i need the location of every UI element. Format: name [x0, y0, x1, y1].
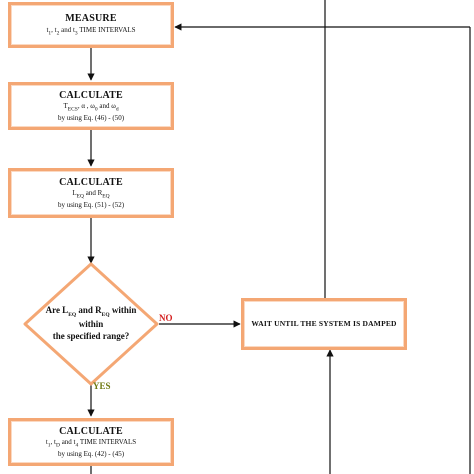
text-part: T: [63, 102, 68, 111]
subscript: d: [115, 106, 119, 113]
text-part: Are L: [45, 305, 69, 315]
calculate-box-3: CALCULATE t1, tD and t4 TIME INTERVALS b…: [8, 418, 174, 466]
measure-title: MEASURE: [65, 13, 117, 25]
calculate-3-title: CALCULATE: [59, 425, 123, 437]
text-part: within: [109, 305, 137, 315]
text-part: and R: [76, 305, 102, 315]
text-part: , α , ω: [77, 102, 95, 111]
text-part: , t: [50, 438, 56, 447]
text-part: , t: [51, 25, 57, 34]
calculate-box-1: CALCULATE TECS, α , ω0 and ωd by using E…: [8, 82, 174, 130]
subscript: 2: [56, 30, 60, 36]
decision-line1: Are LEQ and REQ within: [31, 305, 151, 319]
subscript: 1: [48, 30, 52, 36]
text-part: and R: [84, 189, 103, 198]
subscript: EQ: [76, 193, 84, 200]
text-part: TIME INTERVALS: [77, 25, 136, 34]
calculate-3-line2: by using Eq. (42) - (45): [57, 449, 125, 458]
calculate-2-line2: by using Eq. (51) - (52): [57, 200, 125, 209]
subscript: EQ: [68, 311, 77, 318]
text-part: L: [72, 189, 77, 198]
text-part: t: [45, 438, 48, 447]
no-label: NO: [159, 313, 173, 323]
subscript: EQ: [101, 311, 110, 318]
text-part: and ω: [97, 102, 116, 111]
calculate-2-title: CALCULATE: [59, 176, 123, 188]
subscript: 4: [75, 442, 79, 449]
decision-label: Are LEQ and REQ within within the specif…: [31, 305, 151, 342]
subscript: 0: [94, 106, 98, 113]
calculate-1-line2: by using Eq. (46) - (50): [57, 113, 125, 122]
calculate-box-2: CALCULATE LEQ and REQ by using Eq. (51) …: [8, 168, 174, 218]
decision-diamond: [23, 262, 159, 386]
measure-box: MEASURE t1, t2 and t3 TIME INTERVALS: [8, 2, 174, 48]
decision-line3: the specified range?: [52, 330, 130, 341]
text-part: and t: [59, 25, 75, 34]
subscript: D: [55, 442, 60, 449]
calculate-1-line1: TECS, α , ω0 and ωd: [63, 102, 118, 113]
subscript: 1: [47, 442, 51, 449]
subscript: ECS: [67, 106, 78, 113]
text-part: TIME INTERVALS: [78, 438, 137, 447]
measure-line1: t1, t2 and t3 TIME INTERVALS: [46, 26, 135, 37]
subscript: EQ: [102, 193, 110, 200]
calculate-2-line1: LEQ and REQ: [72, 189, 109, 200]
yes-label: YES: [93, 381, 111, 391]
text-part: t: [46, 25, 49, 34]
subscript: 3: [74, 30, 78, 36]
calculate-3-line1: t1, tD and t4 TIME INTERVALS: [46, 438, 136, 449]
wait-box: WAIT UNTIL THE SYSTEM IS DAMPED: [241, 298, 407, 350]
decision-line2: within: [78, 318, 104, 329]
wait-title: WAIT UNTIL THE SYSTEM IS DAMPED: [251, 319, 397, 329]
calculate-1-title: CALCULATE: [59, 89, 123, 101]
text-part: and t: [59, 438, 76, 447]
